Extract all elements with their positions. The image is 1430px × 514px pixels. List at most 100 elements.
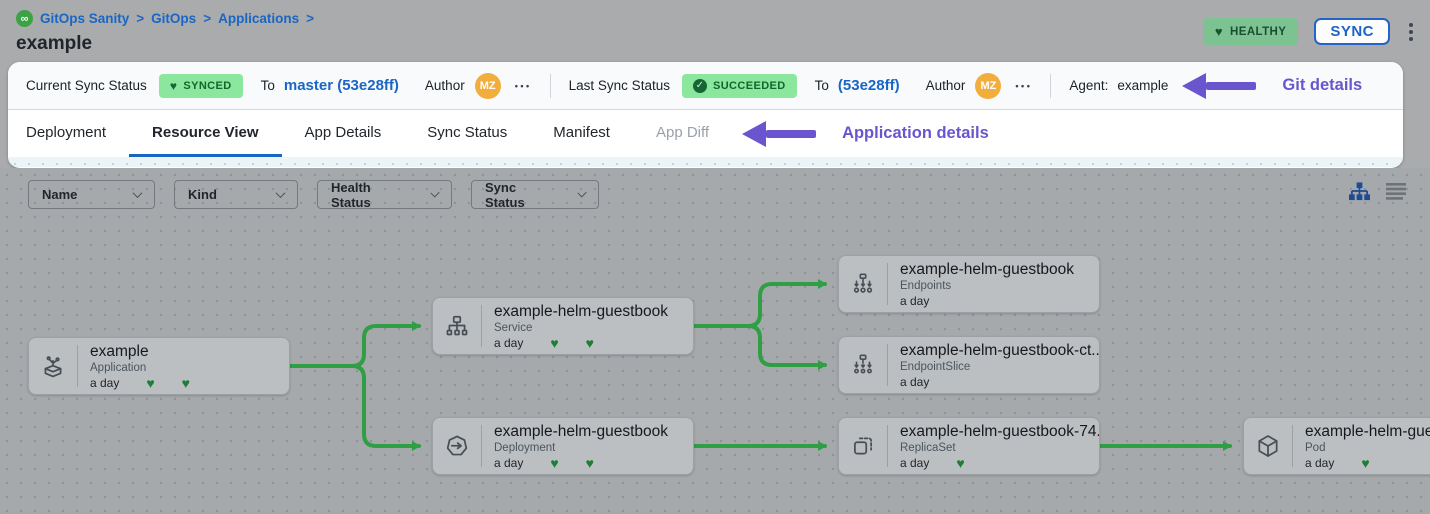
divider [1050, 73, 1052, 98]
heart-icon: ♥ [585, 335, 594, 351]
breadcrumb-link-gitops-sanity[interactable]: GitOps Sanity [40, 11, 130, 26]
breadcrumb-separator: > [306, 11, 314, 26]
service-icon [433, 298, 481, 354]
heart-icon: ♥ [585, 455, 594, 471]
filter-health-status-dropdown[interactable]: Health Status [317, 179, 452, 210]
health-status-label: HEALTHY [1230, 25, 1287, 38]
chevron-down-icon [132, 188, 143, 199]
node-kind: Deployment [494, 442, 556, 454]
filter-name-dropdown[interactable]: Name [28, 180, 155, 209]
tree-node-endpointslice[interactable]: example-helm-guestbook-ct... EndpointSli… [838, 336, 1100, 394]
breadcrumb-link-applications[interactable]: Applications [218, 11, 300, 26]
divider [77, 345, 78, 387]
node-title: example-helm-guestbook [1305, 423, 1430, 440]
breadcrumb-separator: > [136, 11, 145, 26]
agent-value: example [1117, 78, 1169, 93]
kebab-menu-icon[interactable] [1406, 20, 1416, 44]
filter-label: Kind [188, 187, 217, 202]
replicaset-icon [839, 418, 887, 474]
current-commit-link[interactable]: master (53e28ff) [283, 77, 399, 94]
panel-bottom-strip [8, 157, 1403, 167]
succeeded-badge-label: SUCCEEDED [712, 79, 786, 92]
last-sync-status-label: Last Sync Status [568, 78, 670, 93]
sync-button[interactable]: SYNC [1314, 18, 1390, 45]
agent-label: Agent: [1069, 78, 1109, 93]
tree-node-pod[interactable]: example-helm-guestbook Pod a day ♥ [1243, 417, 1430, 475]
endpoints-icon [839, 256, 887, 312]
node-kind: Application [90, 362, 147, 374]
list-view-icon[interactable] [1386, 183, 1406, 200]
application-icon [29, 338, 77, 394]
page-header: ∞ GitOps Sanity > GitOps > Applications … [0, 0, 1430, 62]
node-kind: Service [494, 322, 533, 334]
tree-node-deployment[interactable]: example-helm-guestbook Deployment a day♥… [432, 417, 694, 475]
node-age: a day [1305, 456, 1335, 470]
node-age: a day [900, 375, 930, 389]
node-kind: EndpointSlice [900, 361, 971, 373]
tree-view-icon[interactable] [1349, 182, 1370, 201]
tab-app-diff[interactable]: App Diff [655, 123, 710, 141]
node-title: example-helm-guestbook [494, 303, 669, 320]
node-kind: Pod [1305, 442, 1326, 454]
pod-icon [1244, 418, 1292, 474]
to-label: To [260, 78, 275, 93]
heart-icon: ♥ [169, 78, 178, 93]
divider [481, 425, 482, 467]
tab-app-details[interactable]: App Details [304, 123, 382, 141]
succeeded-badge: ✓ SUCCEEDED [681, 73, 797, 98]
heart-icon: ♥ [550, 335, 559, 351]
author-avatar: MZ [975, 72, 1002, 99]
author-label: Author [925, 78, 966, 93]
node-title: example-helm-guestbook-74... [900, 423, 1099, 440]
page-title: example [16, 33, 93, 54]
chevron-down-icon [430, 188, 440, 198]
application-details-annotation-text: Application details [842, 124, 989, 142]
filter-label: Health Status [331, 179, 371, 210]
more-options-icon[interactable]: ••• [1015, 80, 1033, 91]
to-label: To [814, 78, 829, 93]
gitops-logo-icon: ∞ [16, 10, 33, 27]
filter-sync-status-dropdown[interactable]: Sync Status [471, 180, 599, 210]
synced-badge: ♥ SYNCED [158, 73, 243, 98]
node-age: a day [494, 336, 524, 350]
filter-label: Name [42, 187, 78, 202]
tab-deployment[interactable]: Deployment [26, 123, 107, 141]
divider [1292, 425, 1293, 467]
divider [887, 425, 888, 467]
node-kind: Endpoints [900, 280, 952, 292]
heart-icon: ♥ [1214, 24, 1224, 39]
application-details-annotation-arrow [742, 120, 817, 147]
node-kind: ReplicaSet [900, 442, 956, 454]
resource-tree-canvas: Name Kind Health Status Sync Status exam… [0, 168, 1430, 514]
divider [481, 305, 482, 347]
endpointslice-icon [839, 337, 887, 393]
author-avatar: MZ [474, 72, 501, 99]
more-options-icon[interactable]: ••• [514, 80, 532, 91]
tab-bar: Deployment Resource View App Details Syn… [8, 110, 1403, 157]
node-age: a day [494, 456, 524, 470]
heart-icon: ♥ [1361, 455, 1370, 471]
breadcrumb-separator: > [203, 11, 212, 26]
node-title: example-helm-guestbook [900, 261, 1075, 278]
filter-kind-dropdown[interactable]: Kind [174, 180, 298, 209]
node-age: a day [900, 294, 930, 308]
app-details-panel: Current Sync Status ♥ SYNCED To master (… [8, 62, 1403, 168]
breadcrumb: ∞ GitOps Sanity > GitOps > Applications … [16, 10, 1416, 27]
filter-bar: Name Kind Health Status Sync Status [28, 179, 599, 210]
git-details-annotation-arrow [1182, 72, 1257, 99]
tab-resource-view[interactable]: Resource View [129, 110, 282, 157]
header-actions: ♥ HEALTHY SYNC [1202, 18, 1416, 45]
tree-node-replicaset[interactable]: example-helm-guestbook-74... ReplicaSet … [838, 417, 1100, 475]
breadcrumb-link-gitops[interactable]: GitOps [151, 11, 197, 26]
last-commit-link[interactable]: (53e28ff) [837, 77, 900, 94]
node-title: example-helm-guestbook-ct... [900, 342, 1099, 359]
tree-node-endpoints[interactable]: example-helm-guestbook Endpoints a day [838, 255, 1100, 313]
heart-icon: ♥ [146, 375, 155, 391]
sync-status-bar: Current Sync Status ♥ SYNCED To master (… [8, 62, 1403, 110]
node-age: a day [900, 456, 930, 470]
health-status-badge[interactable]: ♥ HEALTHY [1202, 18, 1299, 45]
tab-sync-status[interactable]: Sync Status [427, 123, 508, 141]
tree-node-application[interactable]: example Application a day♥♥ [28, 337, 290, 395]
tree-node-service[interactable]: example-helm-guestbook Service a day ♥ ♥ [432, 297, 694, 355]
tab-manifest[interactable]: Manifest [553, 123, 610, 141]
